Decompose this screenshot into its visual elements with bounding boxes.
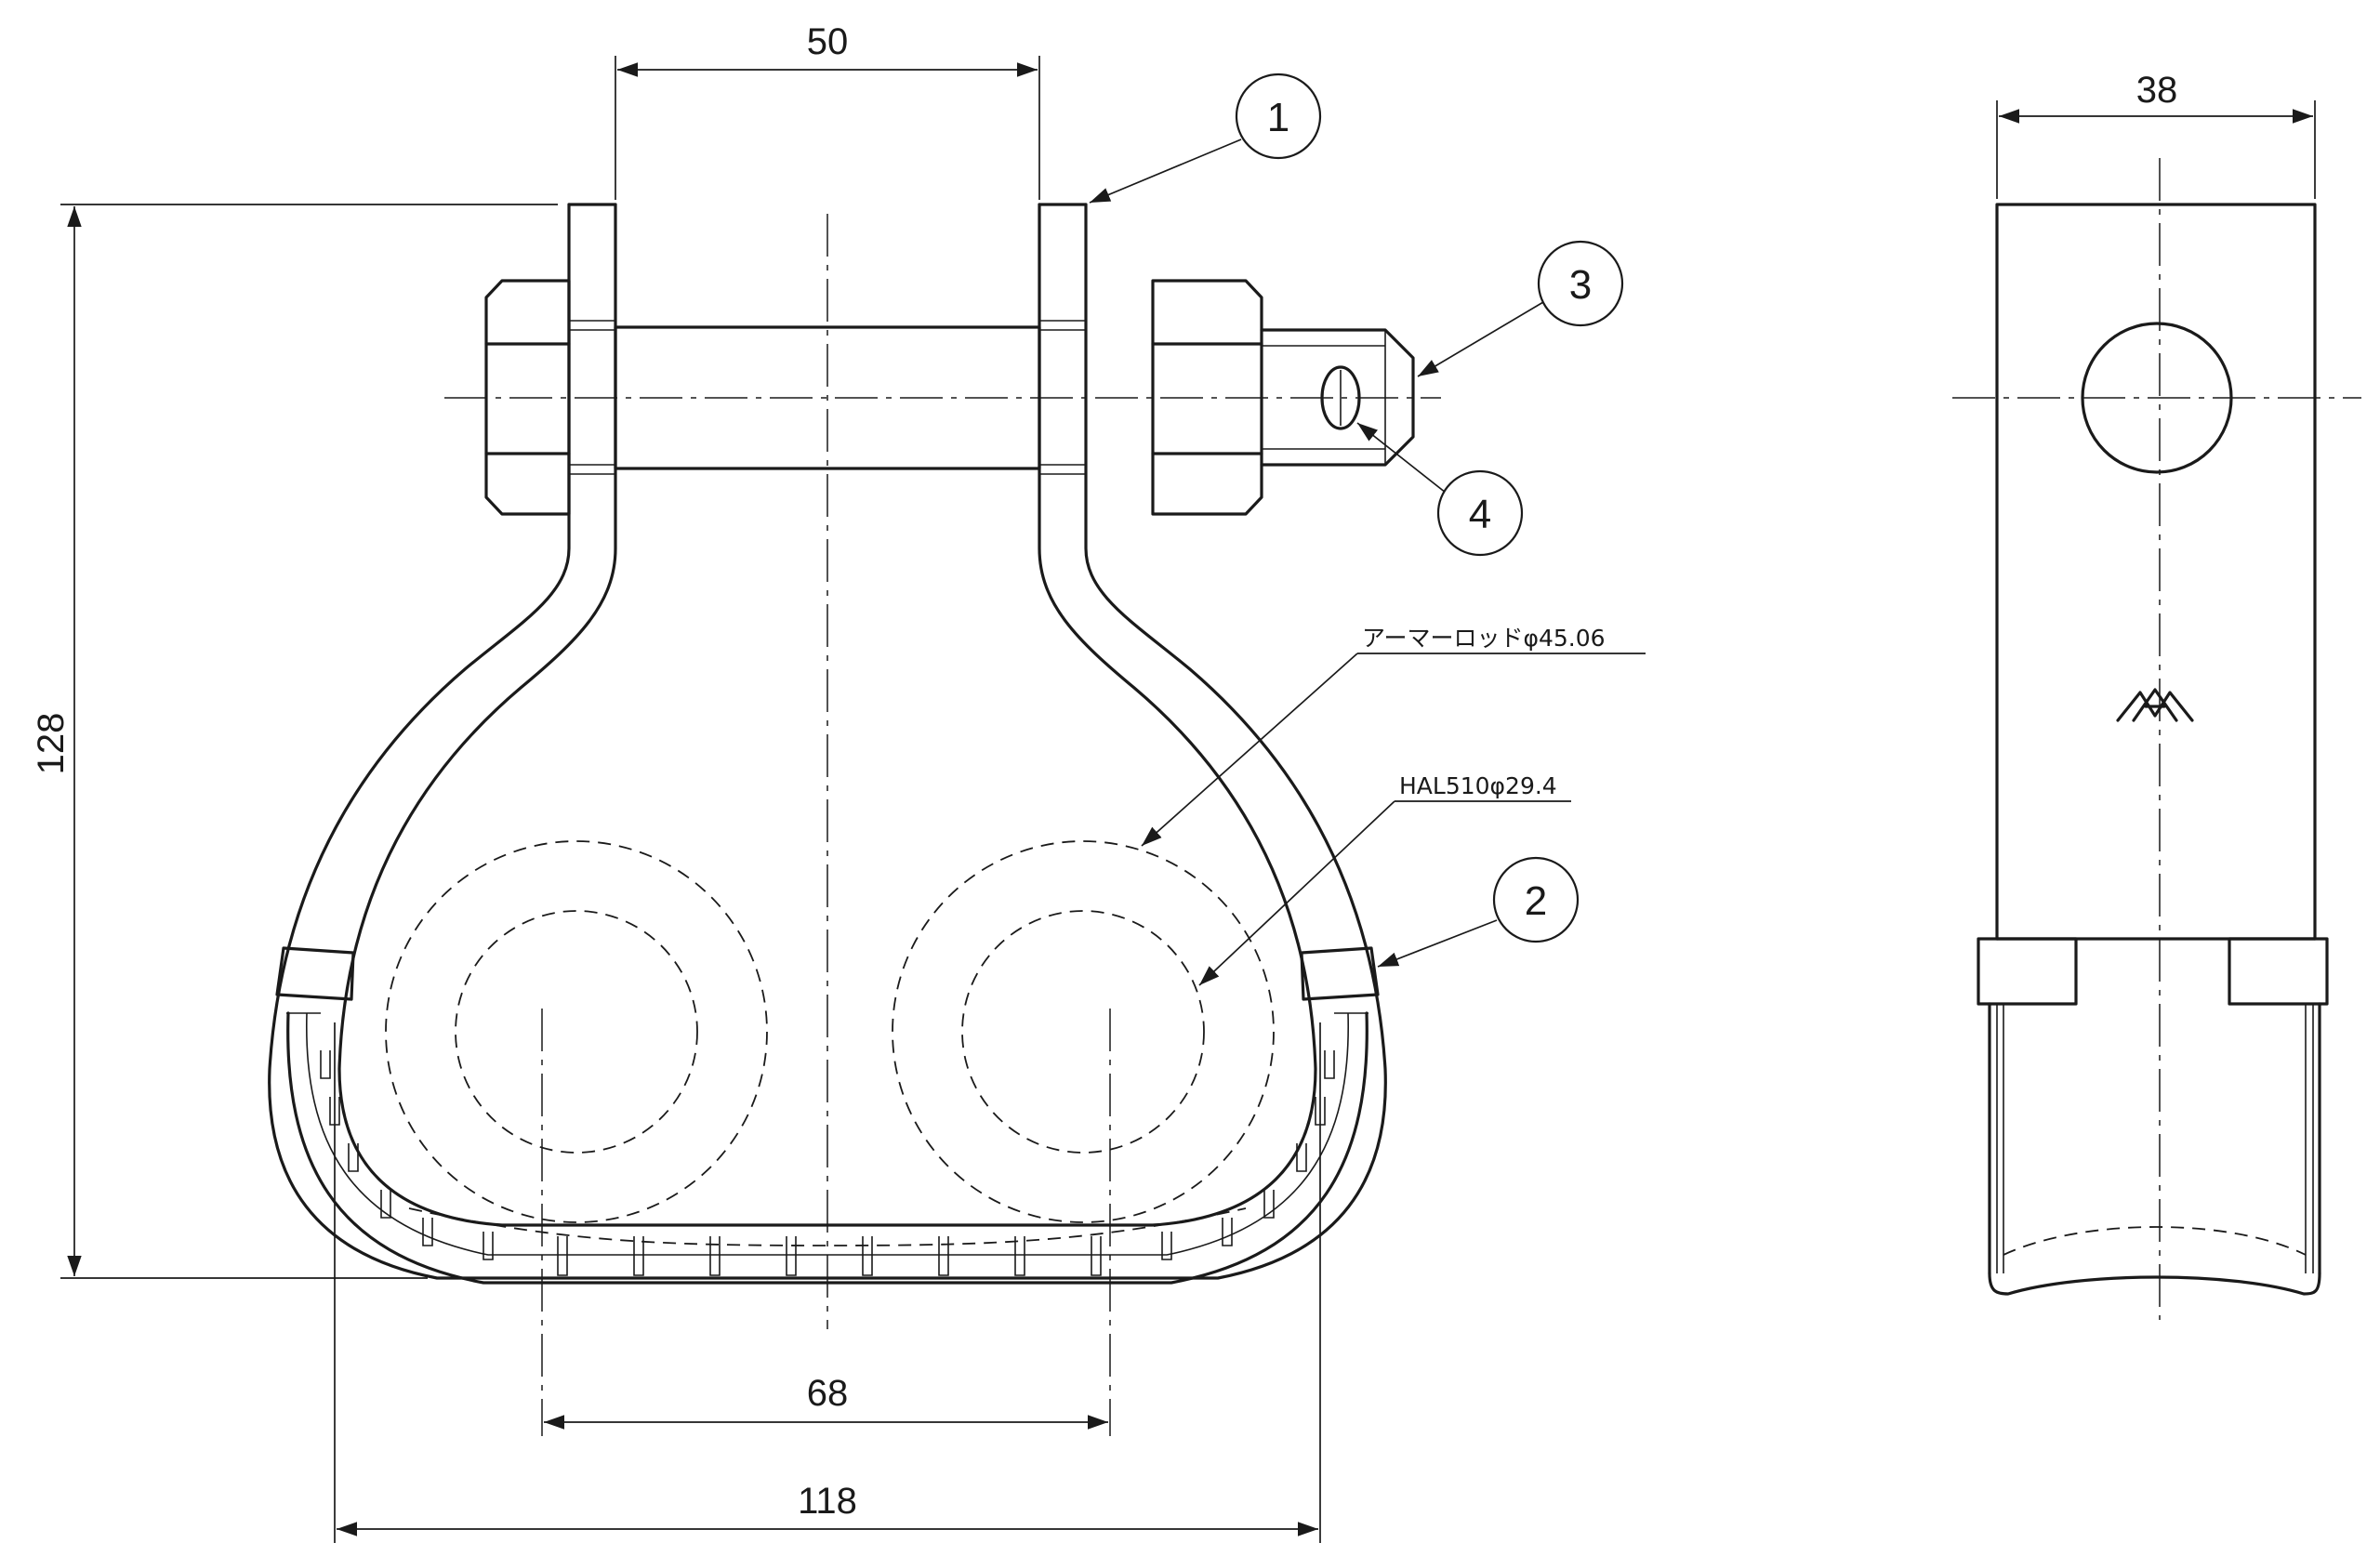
- balloon-2: [1492, 856, 1580, 943]
- liner-tooth: [320, 1050, 331, 1079]
- side-bolt-hole: [2081, 322, 2233, 474]
- front-view: [268, 203, 1441, 1436]
- liner-tooth: [709, 1236, 721, 1276]
- liner-tooth: [1324, 1050, 1335, 1079]
- svg-text:2: 2: [1525, 878, 1547, 924]
- dim-top-width: 50: [807, 21, 849, 62]
- liner-tooth: [1091, 1236, 1102, 1276]
- liner-tooth: [1296, 1143, 1307, 1172]
- dim-center-distance: 68: [807, 1373, 849, 1414]
- dim-overall-width: 118: [798, 1481, 857, 1522]
- side-hidden-curve: [2003, 1226, 2307, 1256]
- liner-tooth: [1263, 1190, 1275, 1219]
- bolt-shank: [614, 325, 1041, 470]
- balloon-3: [1537, 240, 1624, 327]
- svg-text:3: 3: [1569, 262, 1592, 308]
- liner-tooth: [1014, 1236, 1025, 1276]
- rubber-liner: [275, 946, 1380, 1285]
- liner-tooth: [1161, 1232, 1172, 1260]
- liner-tooth: [422, 1218, 433, 1246]
- liner-teeth: [320, 1050, 1335, 1276]
- note-conductor: HAL510φ29.4: [1399, 772, 1557, 799]
- armor-contact-line: [408, 1207, 1247, 1246]
- liner-tooth: [1222, 1218, 1233, 1246]
- bolt-head-left: [484, 279, 571, 516]
- balloon-1: [1235, 73, 1322, 160]
- side-liner-tab-right: [2228, 937, 2329, 1006]
- armor-rod-right: [892, 840, 1275, 1223]
- note-armor-rod: アーマーロッドφ45.06: [1362, 625, 1606, 652]
- svg-text:4: 4: [1469, 492, 1491, 537]
- conductor-right: [961, 910, 1205, 1154]
- liner-tooth: [633, 1236, 644, 1276]
- dim-height: 128: [31, 713, 72, 775]
- balloon-4: [1436, 469, 1524, 557]
- liner-tooth: [348, 1143, 359, 1172]
- manufacturer-logo-icon: [2116, 688, 2194, 722]
- nut-right: [1151, 279, 1263, 516]
- front-dimensions: 50 128 68 118: [31, 21, 1321, 1543]
- split-pin: [1320, 365, 1361, 430]
- conductor-left: [455, 910, 698, 1154]
- side-bottom-curve: [1988, 1272, 2321, 1296]
- armor-rod-left: [385, 840, 768, 1223]
- liner-tooth: [483, 1232, 494, 1260]
- side-body-outline: [1995, 203, 2317, 941]
- liner-tooth: [938, 1236, 949, 1276]
- clamp-body-inner: [337, 203, 1317, 1227]
- liner-tooth: [557, 1236, 568, 1276]
- svg-text:1: 1: [1267, 95, 1289, 140]
- side-view: 38: [1952, 70, 2361, 1320]
- liner-tooth: [862, 1236, 873, 1276]
- dim-side-width: 38: [2136, 70, 2178, 111]
- bolt-threaded-end: [1260, 328, 1415, 467]
- annotations: アーマーロッドφ45.06 HAL510φ29.4 1 3 4 2: [1089, 73, 1646, 986]
- side-liner-tab-left: [1977, 937, 2078, 1006]
- liner-tooth: [786, 1236, 797, 1276]
- liner-tooth: [380, 1190, 391, 1219]
- clamp-body-outer: [268, 203, 1387, 1280]
